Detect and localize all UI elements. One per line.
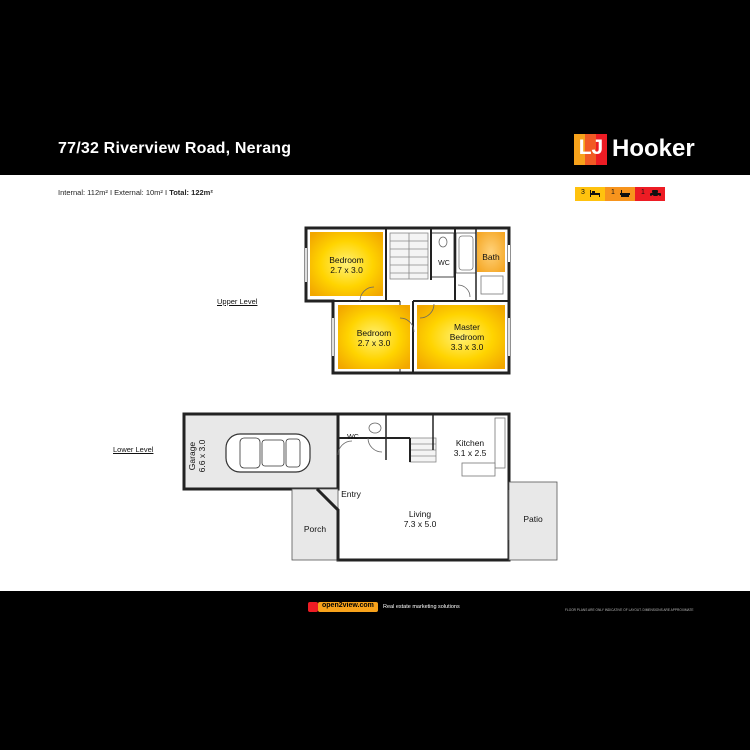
porch-label: Porch (303, 524, 327, 534)
open2view-tagline: Real estate marketing solutions (383, 604, 460, 610)
logo-mark: LJ (574, 134, 607, 165)
upper-level-plan (304, 226, 511, 375)
bed-icon (590, 190, 600, 197)
baths-badge: 1 (605, 187, 635, 201)
patio-label: Patio (523, 514, 543, 524)
disclaimer-text: FLOOR PLANS ARE ONLY INDICATIVE OF LAYOU… (565, 608, 694, 612)
beds-count: 3 (581, 189, 585, 196)
living-label: Living 7.3 x 5.0 (403, 509, 437, 529)
lj-hooker-logo: LJ Hooker (574, 134, 695, 165)
bedroom-2-label: Bedroom 2.7 x 3.0 (356, 328, 392, 348)
lower-level-label: Lower Level (113, 445, 154, 454)
car-drawing (225, 433, 311, 473)
wc-upper-label: WC (438, 260, 450, 267)
patio-area (508, 481, 558, 561)
entry-label: Entry (341, 489, 361, 499)
upper-level-label: Upper Level (217, 297, 258, 306)
logo-name-text: Hooker (612, 135, 695, 162)
baths-count: 1 (611, 189, 615, 196)
car-icon (650, 190, 661, 197)
master-bedroom-label: Master Bedroom 3.3 x 3.0 (449, 322, 485, 352)
lower-level-plan (182, 412, 558, 562)
header-bar (0, 125, 750, 175)
cars-badge: 1 (635, 187, 665, 201)
master-bedroom-room (417, 305, 505, 369)
beds-badge: 3 (575, 187, 605, 201)
property-address: 77/32 Riverview Road, Nerang (58, 140, 292, 157)
cars-count: 1 (641, 189, 645, 196)
bath-room (477, 232, 505, 272)
internal-area: Internal: 112m² (58, 188, 108, 197)
bath-icon (620, 190, 630, 197)
wc-lower-label: WC (347, 434, 359, 441)
kitchen-label: Kitchen 3.1 x 2.5 (453, 438, 487, 458)
logo-lj-text: LJ (578, 136, 604, 159)
bedroom-2-room (338, 305, 410, 369)
stairs-lower (409, 437, 437, 463)
garage-label: Garage 6.6 x 3.0 (187, 439, 207, 473)
area-summary: Internal: 112m² I External: 10m² I Total… (58, 188, 213, 197)
total-area: Total: 122m² (169, 188, 213, 197)
bedroom-1-label: Bedroom 2.7 x 3.0 (329, 255, 364, 275)
external-area: External: 10m² (114, 188, 163, 197)
bedroom-1-room (310, 232, 383, 296)
bath-label: Bath (482, 252, 500, 262)
stairs-upper (389, 232, 429, 280)
